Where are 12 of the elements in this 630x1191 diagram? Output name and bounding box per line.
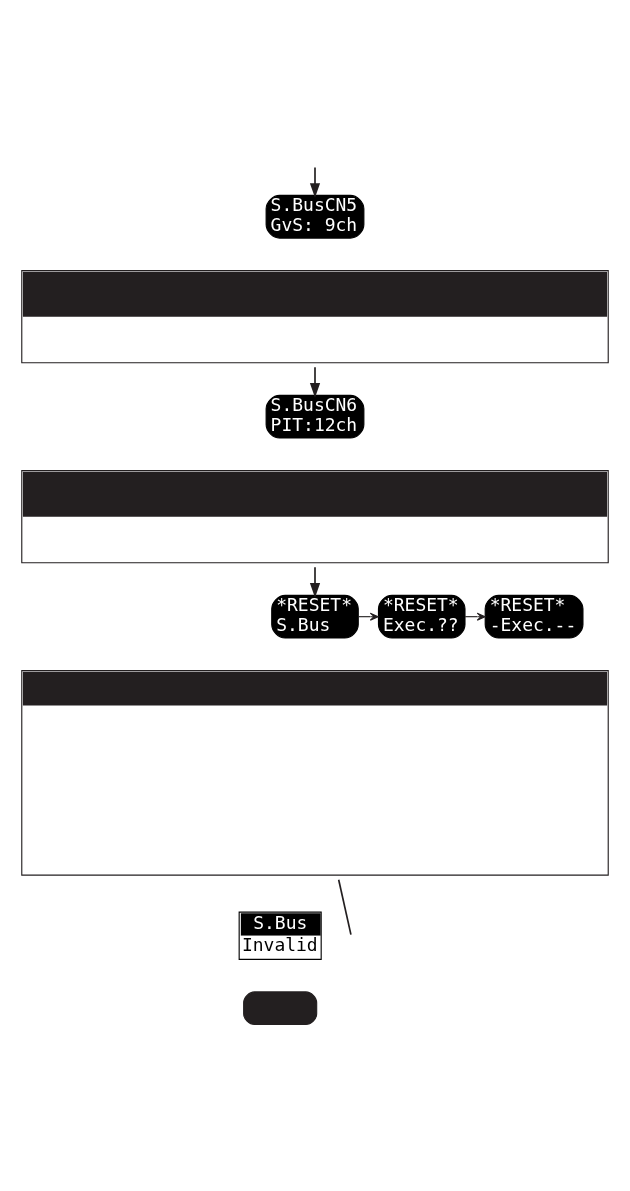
arrow — [309, 566, 321, 598]
arrow — [309, 166, 321, 198]
arrow — [309, 366, 321, 398]
connector — [337, 878, 352, 936]
node-box: S.BusCN5 GvS: 9ch — [265, 194, 365, 239]
node-box: S.BusCN6 PIT:12ch — [265, 394, 365, 439]
node-box: *RESET* -Exec.-- — [484, 594, 584, 639]
node-box: *RESET* Exec.?? — [377, 594, 466, 639]
node-box — [243, 991, 318, 1026]
arrow — [357, 612, 379, 621]
arrow — [464, 612, 486, 621]
node-box: *RESET* S.Bus — [271, 594, 359, 639]
